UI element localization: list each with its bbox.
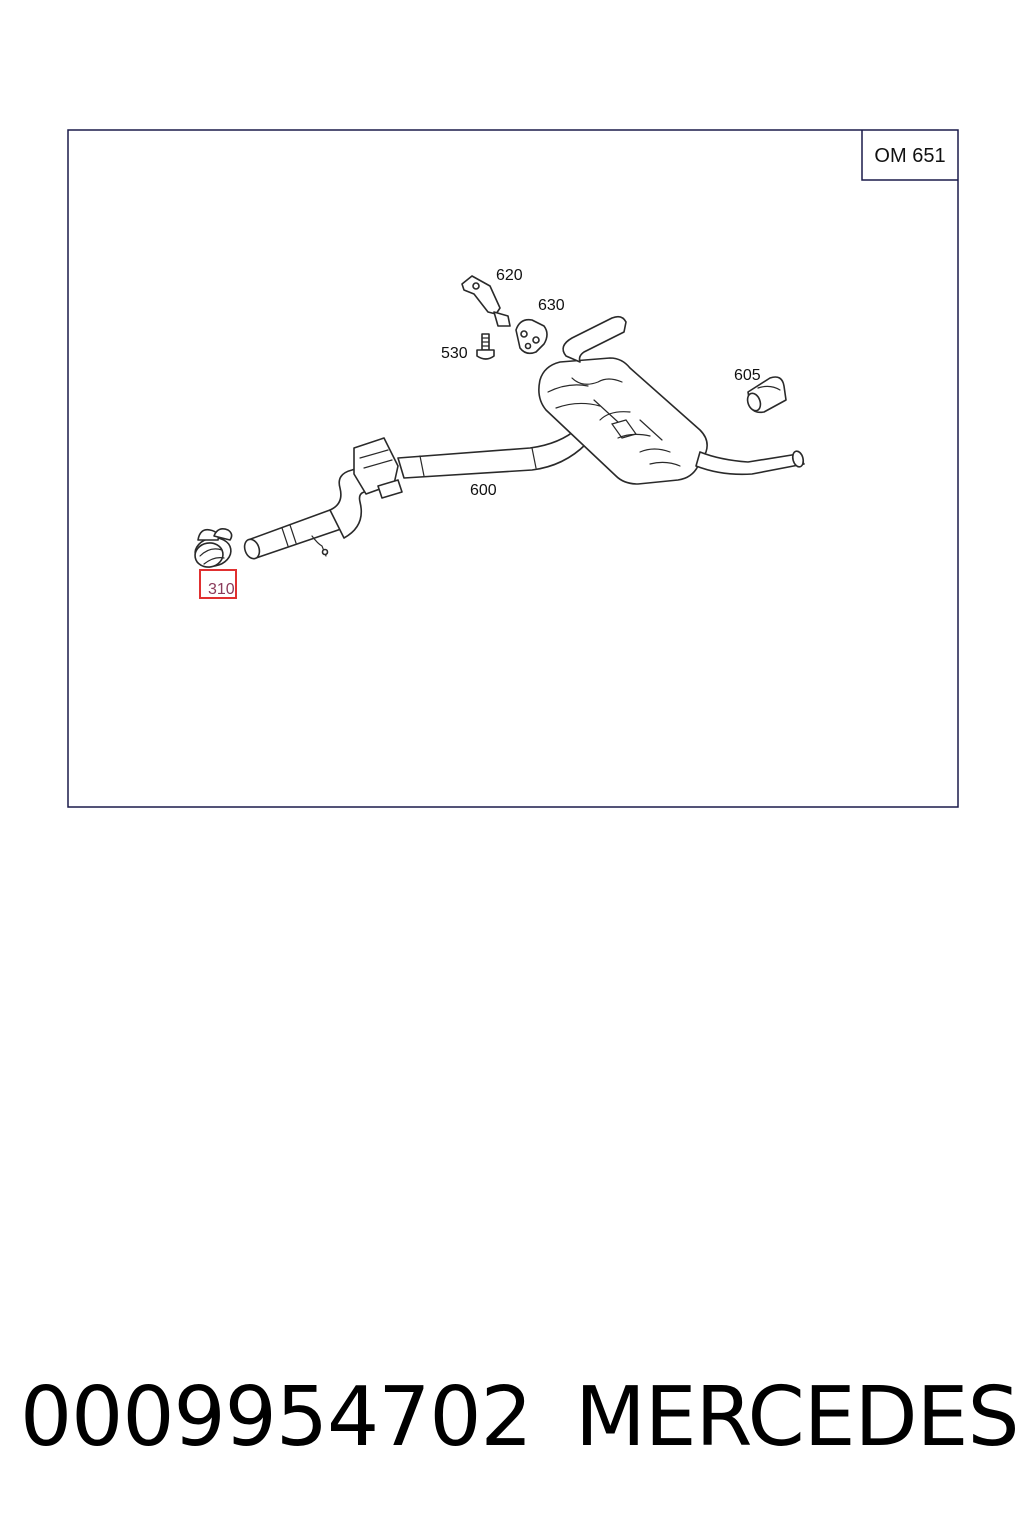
exhaust-system-600[interactable] (242, 315, 805, 561)
footer: 0009954702 MERCEDES (0, 1368, 1024, 1468)
brand-name: MERCEDES (575, 1370, 1020, 1465)
rubber-hanger-630[interactable] (515, 318, 548, 355)
callout-605: 605 (734, 367, 761, 384)
tail-clamp-605[interactable] (745, 376, 787, 414)
callout-620: 620 (496, 267, 523, 284)
callout-530: 530 (441, 345, 468, 362)
bracket-620[interactable] (461, 275, 511, 327)
callout-630: 630 (538, 297, 565, 314)
part-number: 0009954702 (20, 1370, 533, 1465)
clamp-310[interactable] (193, 528, 233, 569)
highlighted-callout-310[interactable]: 310 (199, 569, 237, 599)
engine-badge: OM 651 (861, 130, 958, 181)
callout-600: 600 (470, 482, 497, 499)
diagram-frame (67, 129, 959, 808)
callout-310: 310 (208, 581, 235, 598)
engine-badge-label: OM 651 (874, 145, 945, 167)
bolt-530[interactable] (476, 333, 495, 360)
